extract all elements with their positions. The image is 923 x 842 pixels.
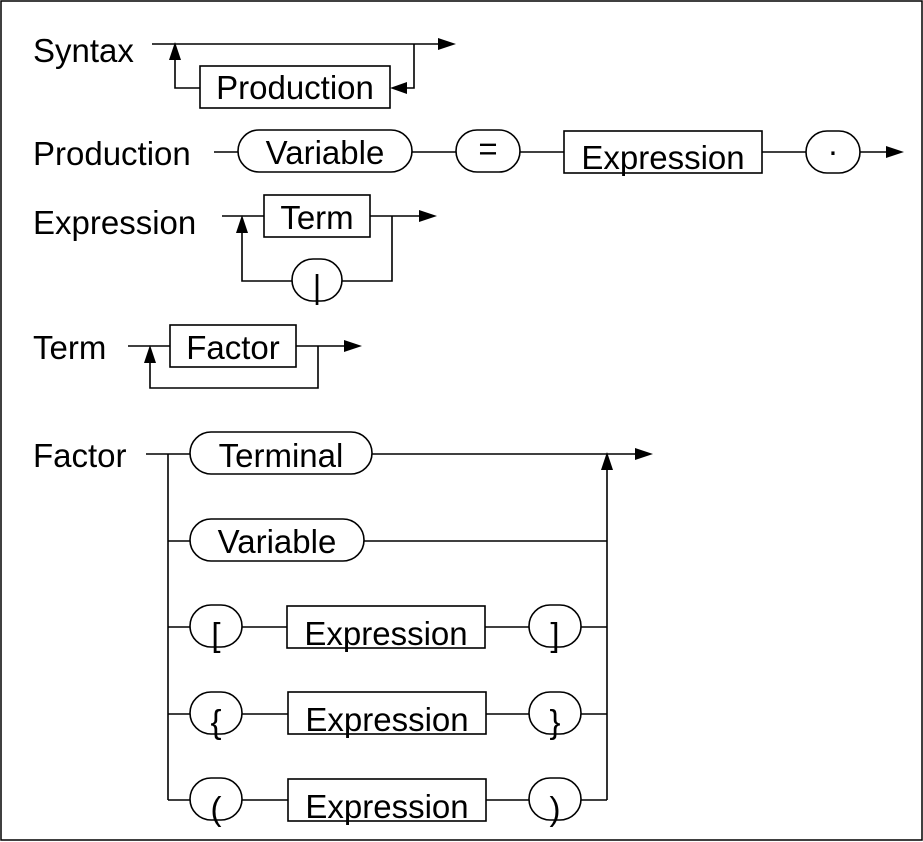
production-equals-label: = (478, 130, 497, 167)
rule-label-expression: Expression (33, 204, 196, 241)
production-expression-box (563, 130, 763, 174)
factor-bracket-close-label: ] (550, 616, 559, 653)
factor-variable-label: Variable (218, 523, 337, 560)
expression-term-label: Term (280, 199, 353, 236)
factor-paren-close-terminal (528, 777, 582, 821)
syntax-production-label: Production (216, 69, 374, 106)
expression-bar-label: | (313, 268, 322, 305)
factor-brace-open-label: { (210, 703, 221, 740)
factor-bracket-expression-label: Expression (304, 615, 467, 652)
rule-factor: Factor Terminal Variable [ Expression ] … (33, 431, 653, 827)
production-variable-label: Variable (266, 134, 385, 171)
factor-bracket-close-terminal (528, 604, 582, 648)
rule-label-factor: Factor (33, 437, 127, 474)
factor-paren-expression-box (287, 778, 487, 822)
factor-brace-open-terminal (189, 691, 243, 735)
factor-brace-close-terminal (528, 691, 582, 735)
rule-syntax: Syntax Production (33, 32, 456, 109)
production-expression-label: Expression (581, 139, 744, 176)
factor-paren-expression-label: Expression (305, 788, 468, 825)
rule-term: Term Factor (33, 324, 362, 389)
syntax-production-box (199, 65, 391, 109)
term-factor-label: Factor (186, 329, 280, 366)
factor-paren-open-label: ( (211, 790, 222, 827)
factor-brace-expression-box (287, 691, 487, 735)
rule-label-syntax: Syntax (33, 32, 134, 69)
factor-bracket-open-terminal (189, 604, 243, 648)
rule-label-term: Term (33, 329, 106, 366)
expression-bar-terminal (291, 258, 343, 302)
rule-production: Production Variable = Expression . (33, 125, 904, 176)
production-period-label: . (828, 125, 837, 162)
factor-terminal-terminal (189, 431, 373, 475)
rule-label-production: Production (33, 135, 191, 172)
factor-brace-close-label: } (549, 703, 560, 740)
factor-terminal-label: Terminal (219, 437, 344, 474)
production-variable-terminal (237, 129, 413, 173)
production-equals-terminal (455, 129, 521, 173)
rule-expression: Expression Term | (33, 194, 437, 305)
term-factor-box (169, 324, 297, 368)
factor-variable-terminal (189, 518, 365, 562)
expression-term-box (263, 194, 371, 238)
factor-bracket-expression-box (286, 605, 486, 649)
factor-paren-close-label: ) (550, 790, 561, 827)
factor-paren-open-terminal (189, 777, 243, 821)
factor-bracket-open-label: [ (211, 616, 220, 653)
factor-brace-expression-label: Expression (305, 701, 468, 738)
